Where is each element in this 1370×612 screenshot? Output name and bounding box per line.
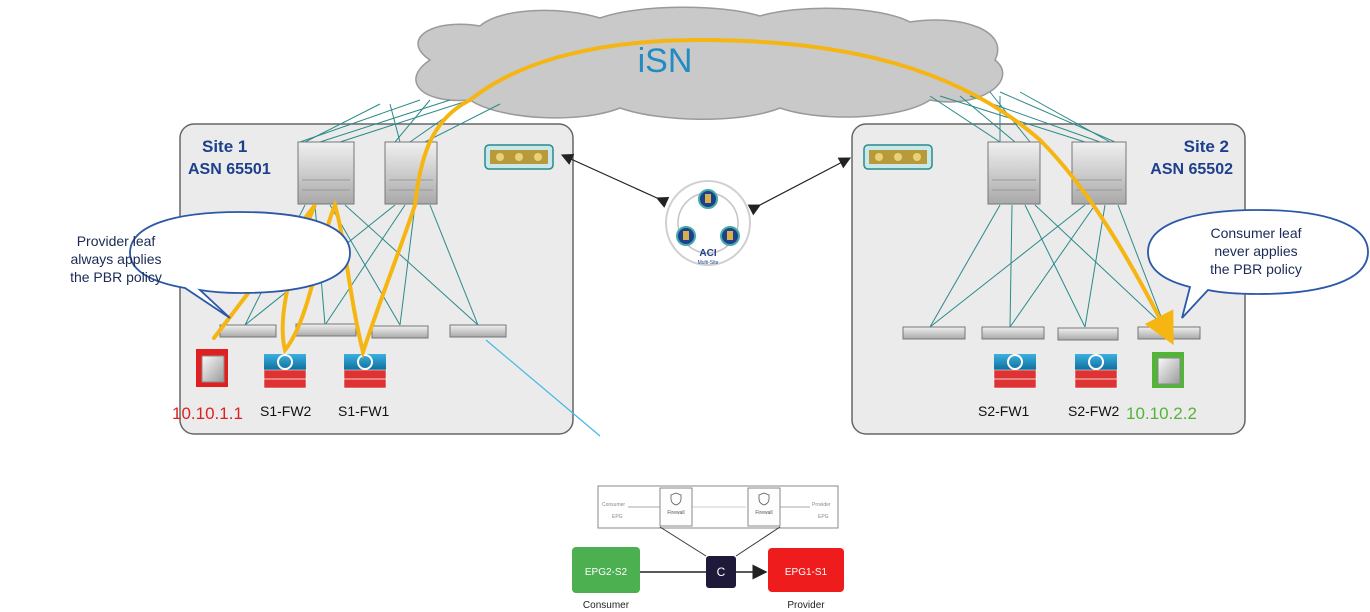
consumer-caption: Consumer — [583, 600, 630, 611]
provider-epg-box — [768, 548, 844, 592]
provider-caption: Provider — [787, 600, 825, 611]
service-graph-connector-left — [659, 526, 707, 557]
callout-right-line-1: Consumer leaf — [1210, 225, 1301, 241]
callout-left-line-1: Provider leaf — [77, 233, 156, 249]
site1-spine-1 — [297, 141, 355, 205]
site1-asn: ASN 65501 — [188, 161, 271, 178]
site2-name: Site 2 — [1184, 137, 1229, 156]
consumer-ip: 10.10.2.2 — [1126, 404, 1197, 423]
service-node-1-label: Firewall — [667, 510, 684, 516]
service-node-2-label: Firewall — [755, 510, 772, 516]
contract-label: C — [717, 565, 726, 579]
orchestrator-arrow-right — [747, 157, 852, 216]
consumer-epg-tag-1: Consumer — [602, 502, 625, 508]
provider-epg-tag-1: Provider — [812, 502, 831, 508]
provider-ip: 10.10.1.1 — [172, 404, 243, 423]
provider-epg-tag-2: EPG — [818, 514, 829, 520]
s2-fw1-label: S2-FW1 — [978, 403, 1030, 419]
node2-shield-icon — [758, 492, 770, 506]
aci-logo-text: ACI — [699, 248, 716, 259]
consumer-endpoint-icon — [1152, 352, 1184, 388]
s1-fw1-firewall-icon — [343, 354, 387, 389]
s2-fw1-firewall-icon — [993, 354, 1037, 389]
site2-border-gateway-icon — [863, 144, 933, 170]
consumer-epg-tag-2: EPG — [612, 514, 623, 520]
callout-right-line-3: the PBR policy — [1210, 261, 1302, 277]
s2-fw2-label: S2-FW2 — [1068, 403, 1120, 419]
orchestrator-arrow-left — [560, 153, 670, 208]
isn-cloud: iSN — [415, 6, 1004, 120]
s2-fw2-firewall-icon — [1074, 354, 1118, 389]
site1-leaf-switches — [219, 323, 507, 339]
site2-fabric-links — [929, 204, 1166, 328]
callout-left-line-2: always applies — [70, 251, 161, 267]
contract-box — [706, 556, 736, 588]
site1-spine-2 — [384, 141, 438, 205]
site2-spine-1 — [987, 141, 1041, 205]
s1-fw1-label: S1-FW1 — [338, 403, 390, 419]
callout-consumer-leaf — [1147, 209, 1369, 319]
consumer-epg-box — [572, 547, 640, 593]
pbr-traffic-path — [212, 37, 1174, 360]
service-graph-pointer-line — [485, 339, 601, 437]
s1-fw2-firewall-icon — [263, 354, 307, 389]
provider-epg-label: EPG1-S1 — [785, 567, 828, 578]
site1-name: Site 1 — [202, 137, 247, 156]
callout-left-line-3: the PBR policy — [70, 269, 162, 285]
site2-asn: ASN 65502 — [1150, 161, 1233, 178]
consumer-epg-label: EPG2-S2 — [585, 567, 628, 578]
isn-label: iSN — [638, 42, 693, 80]
service-graph-panel: Firewall Firewall Consumer EPG Provider … — [597, 485, 839, 529]
site1-border-gateway-icon — [484, 144, 554, 170]
site1-isn-links — [299, 99, 501, 143]
service-node-1 — [659, 487, 693, 527]
s1-fw2-label: S1-FW2 — [260, 403, 312, 419]
callout-right-line-2: never applies — [1214, 243, 1297, 259]
aci-logo-subtext: Multi-Site — [698, 260, 719, 266]
service-node-2 — [747, 487, 781, 527]
aci-multisite-orchestrator-icon: ACI Multi-Site — [665, 180, 751, 266]
site2-spine-2 — [1071, 141, 1127, 205]
callout-provider-leaf — [129, 211, 351, 319]
service-graph-connector-right — [735, 526, 781, 557]
provider-endpoint-icon — [196, 349, 228, 387]
node1-shield-icon — [670, 492, 682, 506]
